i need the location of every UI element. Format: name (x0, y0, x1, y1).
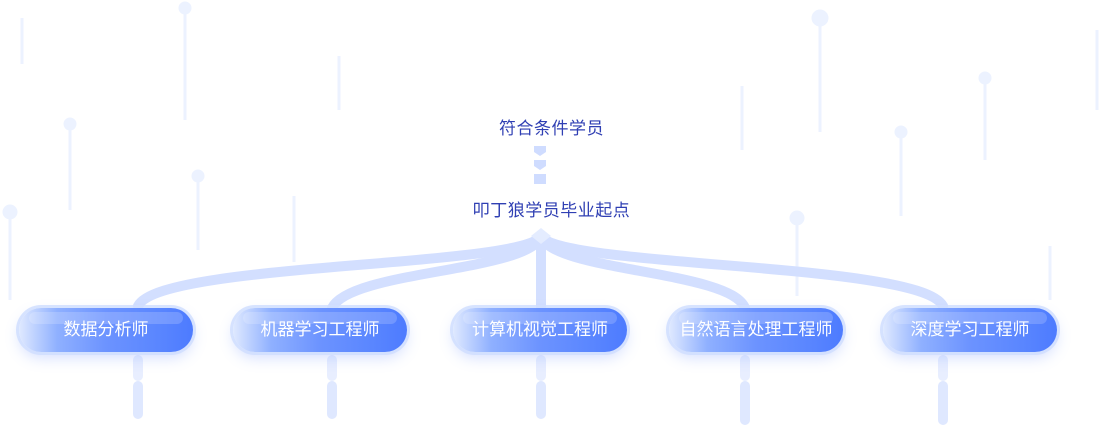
career-data-analyst-button[interactable]: 数据分析师 (19, 308, 193, 352)
top-connector (534, 146, 546, 184)
career-dl-engineer-button[interactable]: 深度学习工程师 (883, 308, 1057, 352)
career-cv-engineer-button[interactable]: 计算机视觉工程师 (453, 308, 627, 352)
top-node-label: 符合条件学员 (499, 119, 604, 139)
branch-tracks (133, 231, 948, 313)
branch-junction (531, 228, 551, 244)
career-ml-engineer-button[interactable]: 机器学习工程师 (233, 308, 407, 352)
decorative-pins (2, 1, 1099, 300)
career-nlp-engineer-button[interactable]: 自然语言处理工程师 (669, 308, 843, 352)
middle-node-label: 叩丁狼学员毕业起点 (472, 201, 631, 221)
tail-dashes (133, 355, 948, 425)
